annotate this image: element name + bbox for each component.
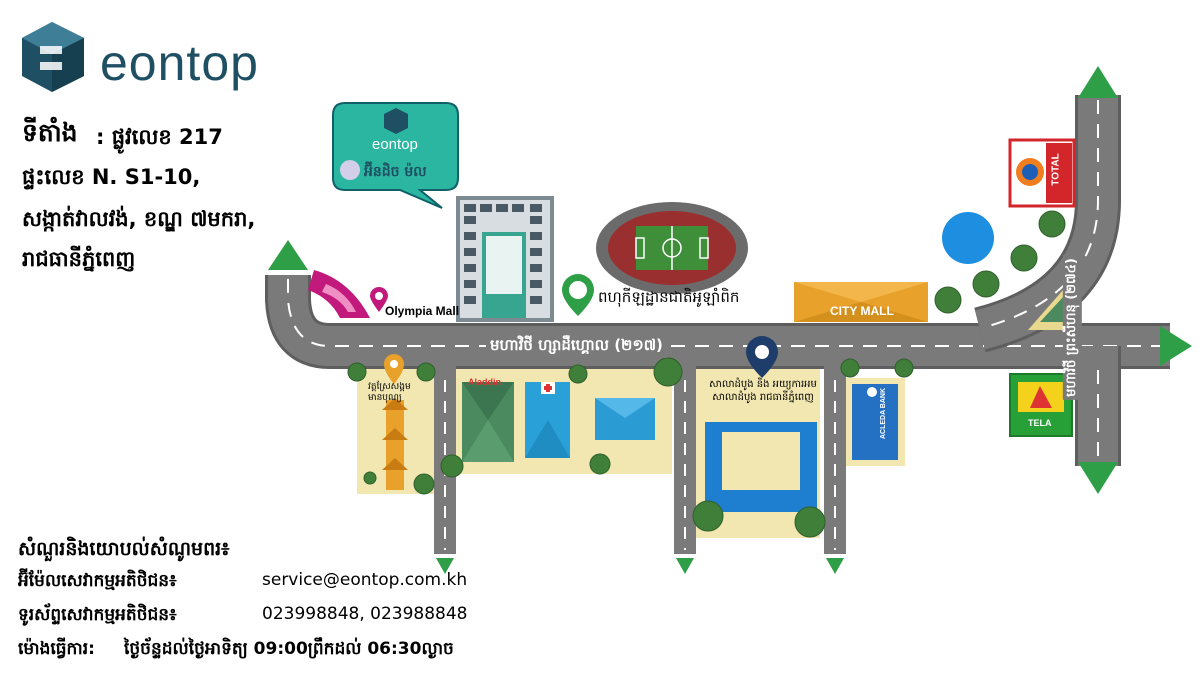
vertical-road-label: មហាវិថី ព្រះសីហនុ (២៧៤): [1062, 255, 1082, 400]
eontop-speech-bubble: [332, 102, 459, 209]
elephant-icon: [340, 160, 360, 180]
city-mall-label: CITY MALL: [830, 304, 894, 318]
city-mall-building: [794, 282, 928, 322]
phone-numbers[interactable]: 023998848, 023988848: [262, 604, 468, 624]
address-line: សង្កាត់វាលវង់, ខណ្ឌ ៧មករា,: [22, 207, 256, 231]
court-pin-icon: [746, 336, 778, 378]
brand-name: eontop: [100, 35, 259, 91]
arrow-right-icon: [1160, 326, 1192, 366]
address-line: រាជធានីភ្នំពេញ: [22, 247, 136, 271]
roundabout-fountain: [942, 212, 994, 264]
main-road-label: មហាវិថី ហ្សាដឺហ្គោល (២១៧): [486, 336, 667, 358]
pagoda-pin-icon: [384, 354, 404, 384]
arrow-down-icon: [676, 558, 694, 574]
address-title: ទីតាំង: [22, 118, 78, 147]
eontop-building: [456, 196, 554, 322]
arrow-up-left-icon: [268, 240, 308, 270]
store-building: [462, 382, 514, 462]
olympia-pin-icon: [370, 287, 388, 312]
eontop-logo-icon: [22, 22, 84, 92]
pagoda-walkway: [382, 398, 408, 490]
bubble-logo-icon: [384, 108, 408, 134]
email-label: អ៊ីម៉ែលសេវាកម្មអតិថិជន៖: [18, 571, 177, 591]
arrow-down-icon: [826, 558, 844, 574]
store-label: Aladdin: [468, 377, 501, 387]
blue-roof-building: [595, 398, 655, 440]
stadium-pin-icon: [562, 274, 594, 316]
address-line: : ផ្លូវលេខ 217: [96, 125, 223, 149]
tree-icon: [347, 210, 1066, 538]
bubble-caption: អ៊ីនដិច ម៉ល: [364, 164, 427, 180]
phone-label: ទូរស័ព្ទសេវាកម្មអតិថិជន៖: [18, 605, 177, 625]
pagoda-label: វត្តស្រែសង្គម មានបុណ្យ: [368, 382, 411, 403]
total-label: TOTAL: [1050, 153, 1062, 186]
clinic-building: [525, 382, 570, 458]
olympia-mall-label: Olympia Mall: [385, 304, 460, 318]
tela-station: [1009, 373, 1073, 437]
total-station: [1008, 138, 1076, 208]
arrow-down-icon: [436, 558, 454, 574]
arrow-up-right-icon: [1078, 66, 1118, 98]
acleda-bank-building: [852, 384, 898, 460]
contact-heading: សំណួរនិងយោបល់សំណូមពរ៖: [18, 538, 230, 560]
tela-label: TELA: [1028, 418, 1052, 428]
stadium-label: ពហុកីឡដ្ឋានជាតិអូឡាំពិក: [598, 288, 740, 306]
court-building: [705, 422, 817, 512]
arrow-down-right-icon: [1078, 462, 1118, 494]
acleda-label: ACLEDA BANK: [880, 387, 888, 440]
hours-label: ម៉ោងធ្វើការ:: [18, 639, 95, 659]
court-label: សាលាដំបូង និង អយ្យការអមសាលាដំបូង រាជធានី…: [709, 379, 817, 403]
bubble-brand: eontop: [372, 136, 418, 153]
email-link[interactable]: service@eontop.com.kh: [262, 570, 468, 590]
address-line: ផ្ទះលេខ N. S1-10,: [22, 165, 201, 189]
working-hours: ថ្ងៃច័ន្ទដល់ថ្ងៃអាទិត្យ 09:00ព្រឹកដល់ 06…: [124, 639, 454, 659]
olympic-stadium: [596, 202, 748, 294]
road-network: [265, 95, 1170, 554]
